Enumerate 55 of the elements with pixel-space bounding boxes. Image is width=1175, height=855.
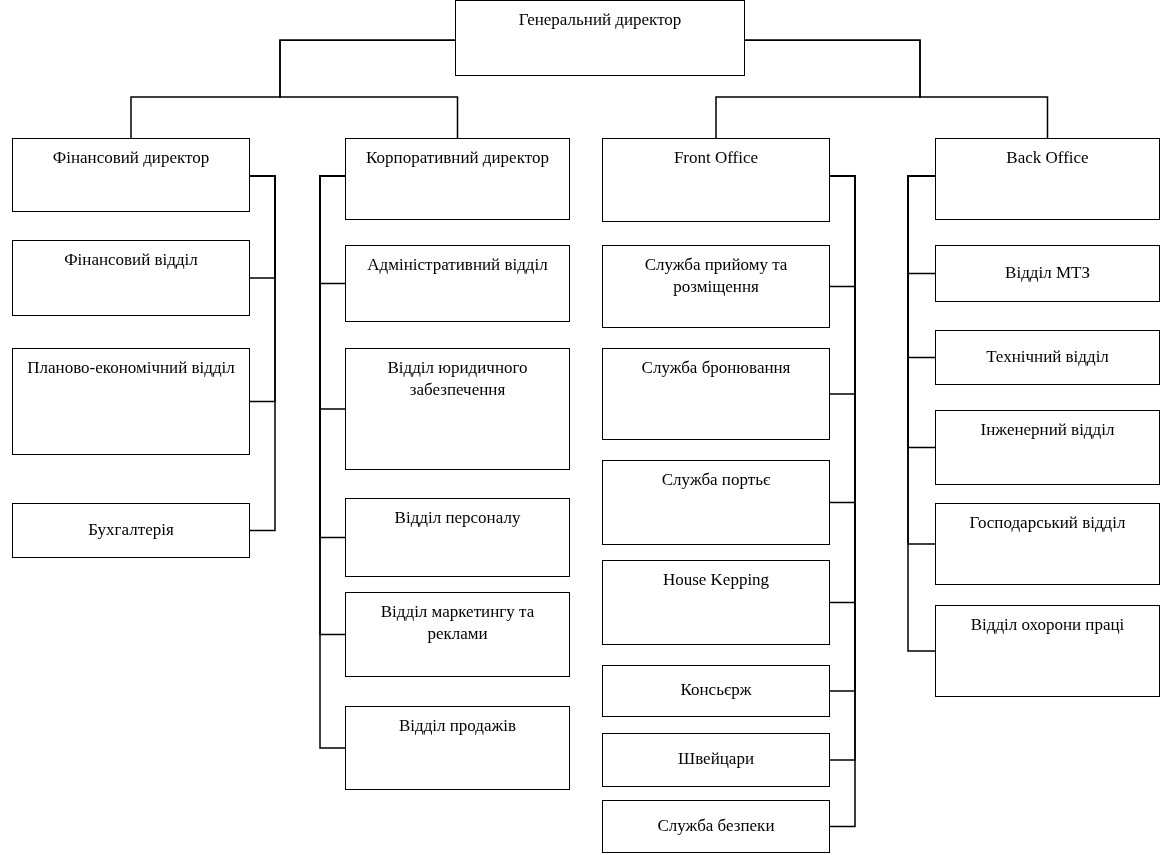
org-box <box>12 240 250 316</box>
box-label: Адміністративний відділ <box>367 254 548 276</box>
box-label: Відділ МТЗ <box>1005 261 1090 284</box>
connector-line <box>319 175 346 749</box>
org-box <box>935 245 1160 302</box>
box-label: Служба бронювання <box>641 357 791 379</box>
org-box <box>935 330 1160 385</box>
org-box <box>345 498 570 577</box>
box-label: Інженерний відділ <box>980 419 1115 441</box>
box-label: Генеральний директор <box>518 9 682 31</box>
box-label: House Kepping <box>662 569 770 591</box>
connector-line <box>249 175 276 532</box>
box-label: Відділ охорони праці <box>970 614 1125 636</box>
org-box <box>935 503 1160 585</box>
box-label: Служба портьє <box>661 469 771 491</box>
box-label: Відділ персоналу <box>394 507 521 529</box>
org-box <box>935 605 1160 697</box>
box-label: Відділ маркетингу та реклами <box>379 601 536 645</box>
org-box <box>602 348 830 440</box>
box-label: Бухгалтерія <box>88 518 174 541</box>
box-label: Планово-економічний відділ <box>27 357 235 379</box>
org-box <box>602 733 830 787</box>
box-label: Відділ продажів <box>398 715 517 737</box>
org-box <box>345 706 570 790</box>
org-box <box>602 138 830 222</box>
org-box <box>602 460 830 545</box>
box-label: Консьєрж <box>680 679 752 701</box>
org-box <box>935 138 1160 220</box>
box-label: Фінансовий директор <box>52 147 210 169</box>
org-box <box>602 245 830 328</box>
org-box <box>935 410 1160 485</box>
org-box <box>345 245 570 322</box>
org-box <box>602 560 830 645</box>
box-label: Швейцари <box>678 748 754 770</box>
box-label: Фінансовий відділ <box>64 249 198 271</box>
connector-line <box>744 39 1049 139</box>
box-label: Господарський відділ <box>969 512 1126 534</box>
org-box <box>345 348 570 470</box>
connector-line <box>279 39 459 139</box>
box-label: Технічний відділ <box>986 345 1109 368</box>
org-box <box>345 138 570 220</box>
org-box <box>12 348 250 455</box>
box-label: Служба прийому та розміщення <box>643 254 789 298</box>
org-box <box>345 592 570 677</box>
box-label: Корпоративний директор <box>366 147 549 169</box>
org-box <box>602 800 830 853</box>
org-box <box>12 138 250 212</box>
org-box <box>602 665 830 717</box>
connector-line <box>907 175 936 652</box>
box-label: Служба безпеки <box>657 814 775 837</box>
org-box <box>455 0 745 76</box>
box-label: Back Office <box>1006 147 1089 169</box>
box-label: Front Office <box>673 147 759 169</box>
org-box <box>12 503 250 558</box>
box-label: Відділ юридичного забезпечення <box>386 357 529 401</box>
